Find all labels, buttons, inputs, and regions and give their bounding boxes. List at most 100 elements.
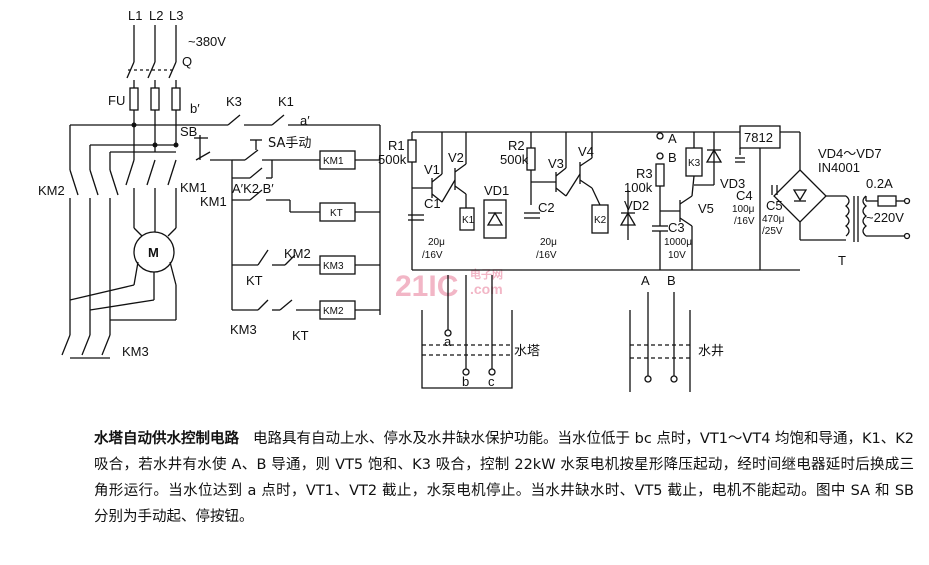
breaker-label: Q bbox=[182, 54, 192, 69]
watermark-sub: 电子网 bbox=[470, 267, 503, 281]
caption-title: 水塔自动供水控制电路 bbox=[94, 431, 240, 447]
mains-terminal-1 bbox=[903, 197, 911, 205]
r3-value: 100k bbox=[624, 180, 653, 195]
v2-label: V2 bbox=[448, 150, 464, 165]
a-k2-b-label: A′K2 B′ bbox=[232, 181, 274, 196]
water-tower bbox=[421, 275, 513, 389]
kt-contact-a-label: KT bbox=[246, 273, 263, 288]
kt-contact-b-label: KT bbox=[292, 328, 309, 343]
probe-b-terminal bbox=[656, 152, 664, 160]
fuse-label: FU bbox=[108, 93, 125, 108]
c4-label: C4 bbox=[736, 188, 753, 203]
supply-voltage-label: ~380V bbox=[188, 34, 226, 49]
k3-contact-label: K3 bbox=[226, 94, 242, 109]
km2-coil bbox=[319, 300, 356, 320]
mains-label: ~220V bbox=[866, 210, 904, 225]
k1-contact-label: K1 bbox=[278, 94, 294, 109]
regulator-label: 7812 bbox=[744, 130, 773, 145]
c3-value-b: 10V bbox=[668, 250, 686, 261]
r2-label: R2 bbox=[508, 138, 525, 153]
c1-capacitor bbox=[408, 214, 424, 221]
v1-label: V1 bbox=[424, 162, 440, 177]
km1-aux-label: KM1 bbox=[200, 194, 227, 209]
c1-value-a: 20μ bbox=[428, 237, 445, 248]
phase-l3-label: L3 bbox=[169, 8, 183, 23]
c5-value-a: 470μ bbox=[762, 214, 785, 225]
c5-label: C5 bbox=[766, 198, 783, 213]
km2-main-label: KM2 bbox=[38, 183, 65, 198]
mains-terminal-2 bbox=[903, 232, 911, 240]
water-tower-label: 水塔 bbox=[514, 344, 540, 359]
c3-value-a: 1000μ bbox=[664, 237, 692, 248]
sb-label: SB bbox=[180, 124, 197, 139]
watermark-com: .com bbox=[470, 281, 503, 297]
phase-l2-label: L2 bbox=[149, 8, 163, 23]
km3-coil-label: KM3 bbox=[323, 261, 344, 272]
kt-coil bbox=[319, 202, 356, 222]
c4-value-b: /16V bbox=[734, 216, 755, 227]
v4-label: V4 bbox=[578, 144, 594, 159]
vd3-diode bbox=[694, 132, 723, 186]
well-probe-a-label: A bbox=[641, 273, 650, 288]
motor-label: M bbox=[148, 245, 159, 260]
figure-caption: 水塔自动供水控制电路电路具有自动上水、停水及水井缺水保护功能。当水位低于 bc … bbox=[94, 426, 914, 530]
c2-capacitor bbox=[524, 212, 540, 219]
km3-coil bbox=[319, 255, 356, 275]
control-wiring bbox=[190, 114, 381, 315]
kt-coil-label: KT bbox=[330, 208, 343, 219]
well-probe-b-label: B bbox=[667, 273, 676, 288]
b-prime-label: b′ bbox=[190, 101, 200, 116]
c3-label: C3 bbox=[668, 220, 685, 235]
vd1-diode bbox=[483, 199, 507, 239]
probe-a-terminal bbox=[656, 132, 664, 140]
c2-value-b: /16V bbox=[536, 250, 557, 261]
v5-label: V5 bbox=[698, 201, 714, 216]
c5-value-b: /25V bbox=[762, 226, 783, 237]
vd3-label: VD3 bbox=[720, 176, 745, 191]
probe-b-label: B bbox=[668, 150, 677, 165]
v3-v4-transistors bbox=[531, 132, 601, 206]
v5-transistor bbox=[660, 195, 693, 270]
vd1-label: VD1 bbox=[484, 183, 509, 198]
tower-point-b: b bbox=[462, 374, 469, 389]
r2-value: 500k bbox=[500, 152, 529, 167]
water-well bbox=[629, 292, 691, 392]
transformer-label: T bbox=[838, 253, 846, 268]
c3-capacitor bbox=[652, 225, 668, 270]
v1-v2-transistors bbox=[412, 132, 467, 210]
k1-relay-coil bbox=[459, 207, 475, 231]
vd2-diode bbox=[619, 190, 637, 240]
caption-body: 电路具有自动上水、停水及水井缺水保护功能。当水位低于 bc 点时，VT1～VT4… bbox=[94, 431, 914, 525]
km2-aux-label: KM2 bbox=[284, 246, 311, 261]
transformer bbox=[844, 195, 905, 242]
km3-aux-label: KM3 bbox=[230, 322, 257, 337]
water-well-label: 水井 bbox=[698, 344, 724, 359]
fuse-l2 bbox=[150, 87, 160, 111]
fuse2 bbox=[877, 195, 897, 207]
r1-value: 500k bbox=[378, 152, 407, 167]
km1-coil bbox=[319, 150, 356, 170]
circuit-diagram: 21IC 电子网 .com L1 L2 L3 ~380V Q FU KM2 bbox=[38, 8, 911, 392]
bridge-label: VD4～VD7 bbox=[818, 146, 882, 161]
r1-resistor bbox=[407, 139, 417, 163]
tower-point-a: a bbox=[444, 334, 452, 349]
tower-point-c: c bbox=[488, 374, 495, 389]
k3-relay-label: K3 bbox=[688, 158, 701, 169]
bridge-rectifier bbox=[773, 169, 846, 241]
c2-value-a: 20μ bbox=[540, 237, 557, 248]
c4-value-a: 100μ bbox=[732, 204, 755, 215]
r1-label: R1 bbox=[388, 138, 405, 153]
fuse-l1 bbox=[129, 87, 139, 111]
fuse2-label: 0.2A bbox=[866, 176, 893, 191]
phase-l1-label: L1 bbox=[128, 8, 142, 23]
km3-main-label: KM3 bbox=[122, 344, 149, 359]
c1-label: C1 bbox=[424, 196, 441, 211]
k2-relay-label: K2 bbox=[594, 215, 607, 226]
k1-relay-label: K1 bbox=[462, 215, 475, 226]
bridge-part-label: IN4001 bbox=[818, 160, 860, 175]
vd2-label: VD2 bbox=[624, 198, 649, 213]
km1-main-contacts bbox=[125, 159, 177, 235]
watermark-logo: 21IC bbox=[395, 270, 458, 303]
sa-manual-label: SA手动 bbox=[268, 136, 311, 151]
km2-main-contacts bbox=[69, 145, 119, 320]
